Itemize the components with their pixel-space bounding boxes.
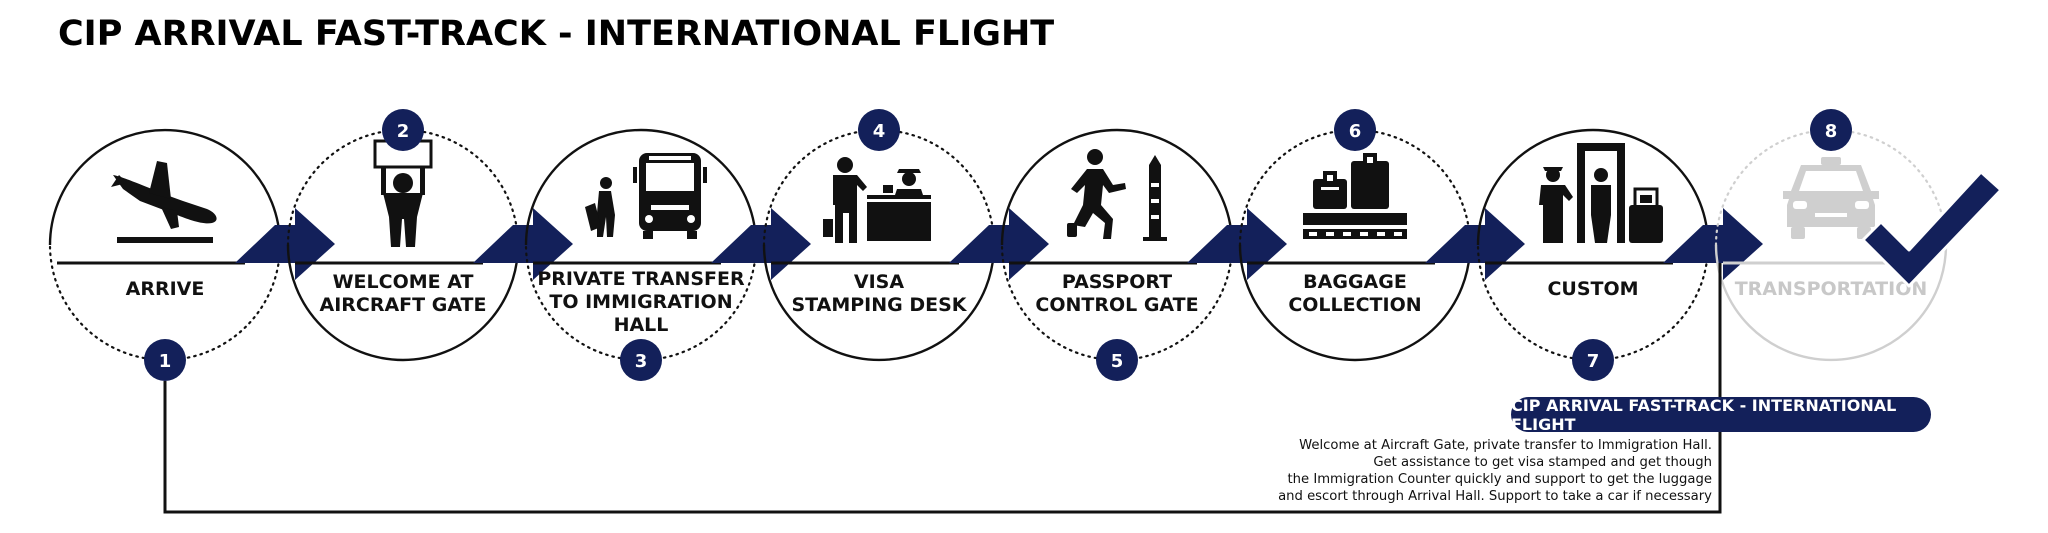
step-number: 8 (1825, 121, 1838, 142)
step-circle-dotted (286, 128, 520, 247)
step-circle-dotted (1000, 243, 1234, 362)
step-circle-solid (762, 244, 996, 362)
summary-title-badge: CIP ARRIVAL FAST-TRACK - INTERNATIONAL F… (1511, 396, 1931, 434)
step-circle-dotted (1714, 128, 1948, 247)
step-circle-solid (1476, 128, 1710, 246)
connector-arrow (1663, 208, 1763, 280)
step-number-badge (144, 339, 186, 381)
step-label: PRIVATE TRANSFER (537, 268, 745, 290)
connector-arrow (1425, 208, 1525, 280)
summary-line: the Immigration Counter quickly and supp… (1287, 472, 1712, 487)
summary-line: Get assistance to get visa stamped and g… (1373, 455, 1712, 470)
step-number: 6 (1349, 121, 1362, 142)
step-label: ARRIVE (126, 278, 205, 300)
summary-line: and escort through Arrival Hall. Support… (1278, 489, 1712, 504)
step-circle-dotted (524, 243, 758, 362)
step-circle-solid (48, 128, 282, 246)
step-number: 5 (1111, 351, 1124, 372)
step-number: 2 (397, 121, 410, 142)
customs-scanner-icon (1539, 143, 1663, 243)
step-label: VISA (854, 271, 904, 293)
step-label: WELCOME AT (333, 271, 474, 293)
step-circle-dotted (1476, 243, 1710, 362)
step-circle-solid (286, 244, 520, 362)
summary-line: Welcome at Aircraft Gate, private transf… (1299, 438, 1712, 453)
step-number-badge (1334, 109, 1376, 151)
step-circle-solid (1714, 244, 1948, 362)
step-number-badge (1572, 339, 1614, 381)
step-label: PASSPORT (1062, 271, 1172, 293)
process-step: ARRIVE 1 (48, 128, 335, 381)
step-number-badge (1810, 109, 1852, 151)
passport-control-icon (1067, 149, 1167, 241)
step-circle-solid (524, 128, 758, 246)
step-label: TO IMMIGRATION (549, 291, 732, 313)
sign-holder-icon (373, 139, 433, 247)
step-circle-dotted (762, 128, 996, 247)
step-number: 4 (873, 121, 886, 142)
bus-transfer-icon (585, 153, 707, 239)
step-label: BAGGAGE (1303, 271, 1407, 293)
page-title: CIP ARRIVAL FAST-TRACK - INTERNATIONAL F… (58, 14, 1055, 54)
step-circle-solid (1238, 244, 1472, 362)
taxi-icon (1783, 157, 1879, 239)
step-label: STAMPING DESK (791, 294, 967, 316)
airplane-landing-icon (111, 161, 217, 243)
visa-desk-icon (823, 157, 931, 243)
step-label: HALL (614, 314, 669, 336)
baggage-icon (1303, 153, 1407, 239)
connector-arrow (949, 208, 1049, 280)
step-circle-dotted (48, 243, 282, 362)
step-label: AIRCRAFT GATE (319, 294, 486, 316)
step-number-badge (858, 109, 900, 151)
step-label: COLLECTION (1288, 294, 1421, 316)
connector-arrow (1187, 208, 1287, 280)
process-step: TRANSPORTATION 8 (1714, 109, 1948, 362)
step-circle-solid (1000, 128, 1234, 246)
step-number-badge (620, 339, 662, 381)
summary-connector-line (163, 263, 1722, 514)
step-label: CONTROL GATE (1035, 294, 1198, 316)
connector-arrow (235, 208, 335, 280)
step-label: TRANSPORTATION (1735, 278, 1928, 300)
step-label: CUSTOM (1547, 278, 1638, 300)
step-number: 3 (635, 351, 648, 372)
step-number-badge (1096, 339, 1138, 381)
summary-description: Welcome at Aircraft Gate, private transf… (1192, 437, 1712, 505)
step-number-badge (382, 109, 424, 151)
step-circle-dotted (1238, 128, 1472, 247)
checkmark-icon (1861, 170, 2003, 288)
step-number: 1 (159, 351, 172, 372)
step-number: 7 (1587, 351, 1600, 372)
